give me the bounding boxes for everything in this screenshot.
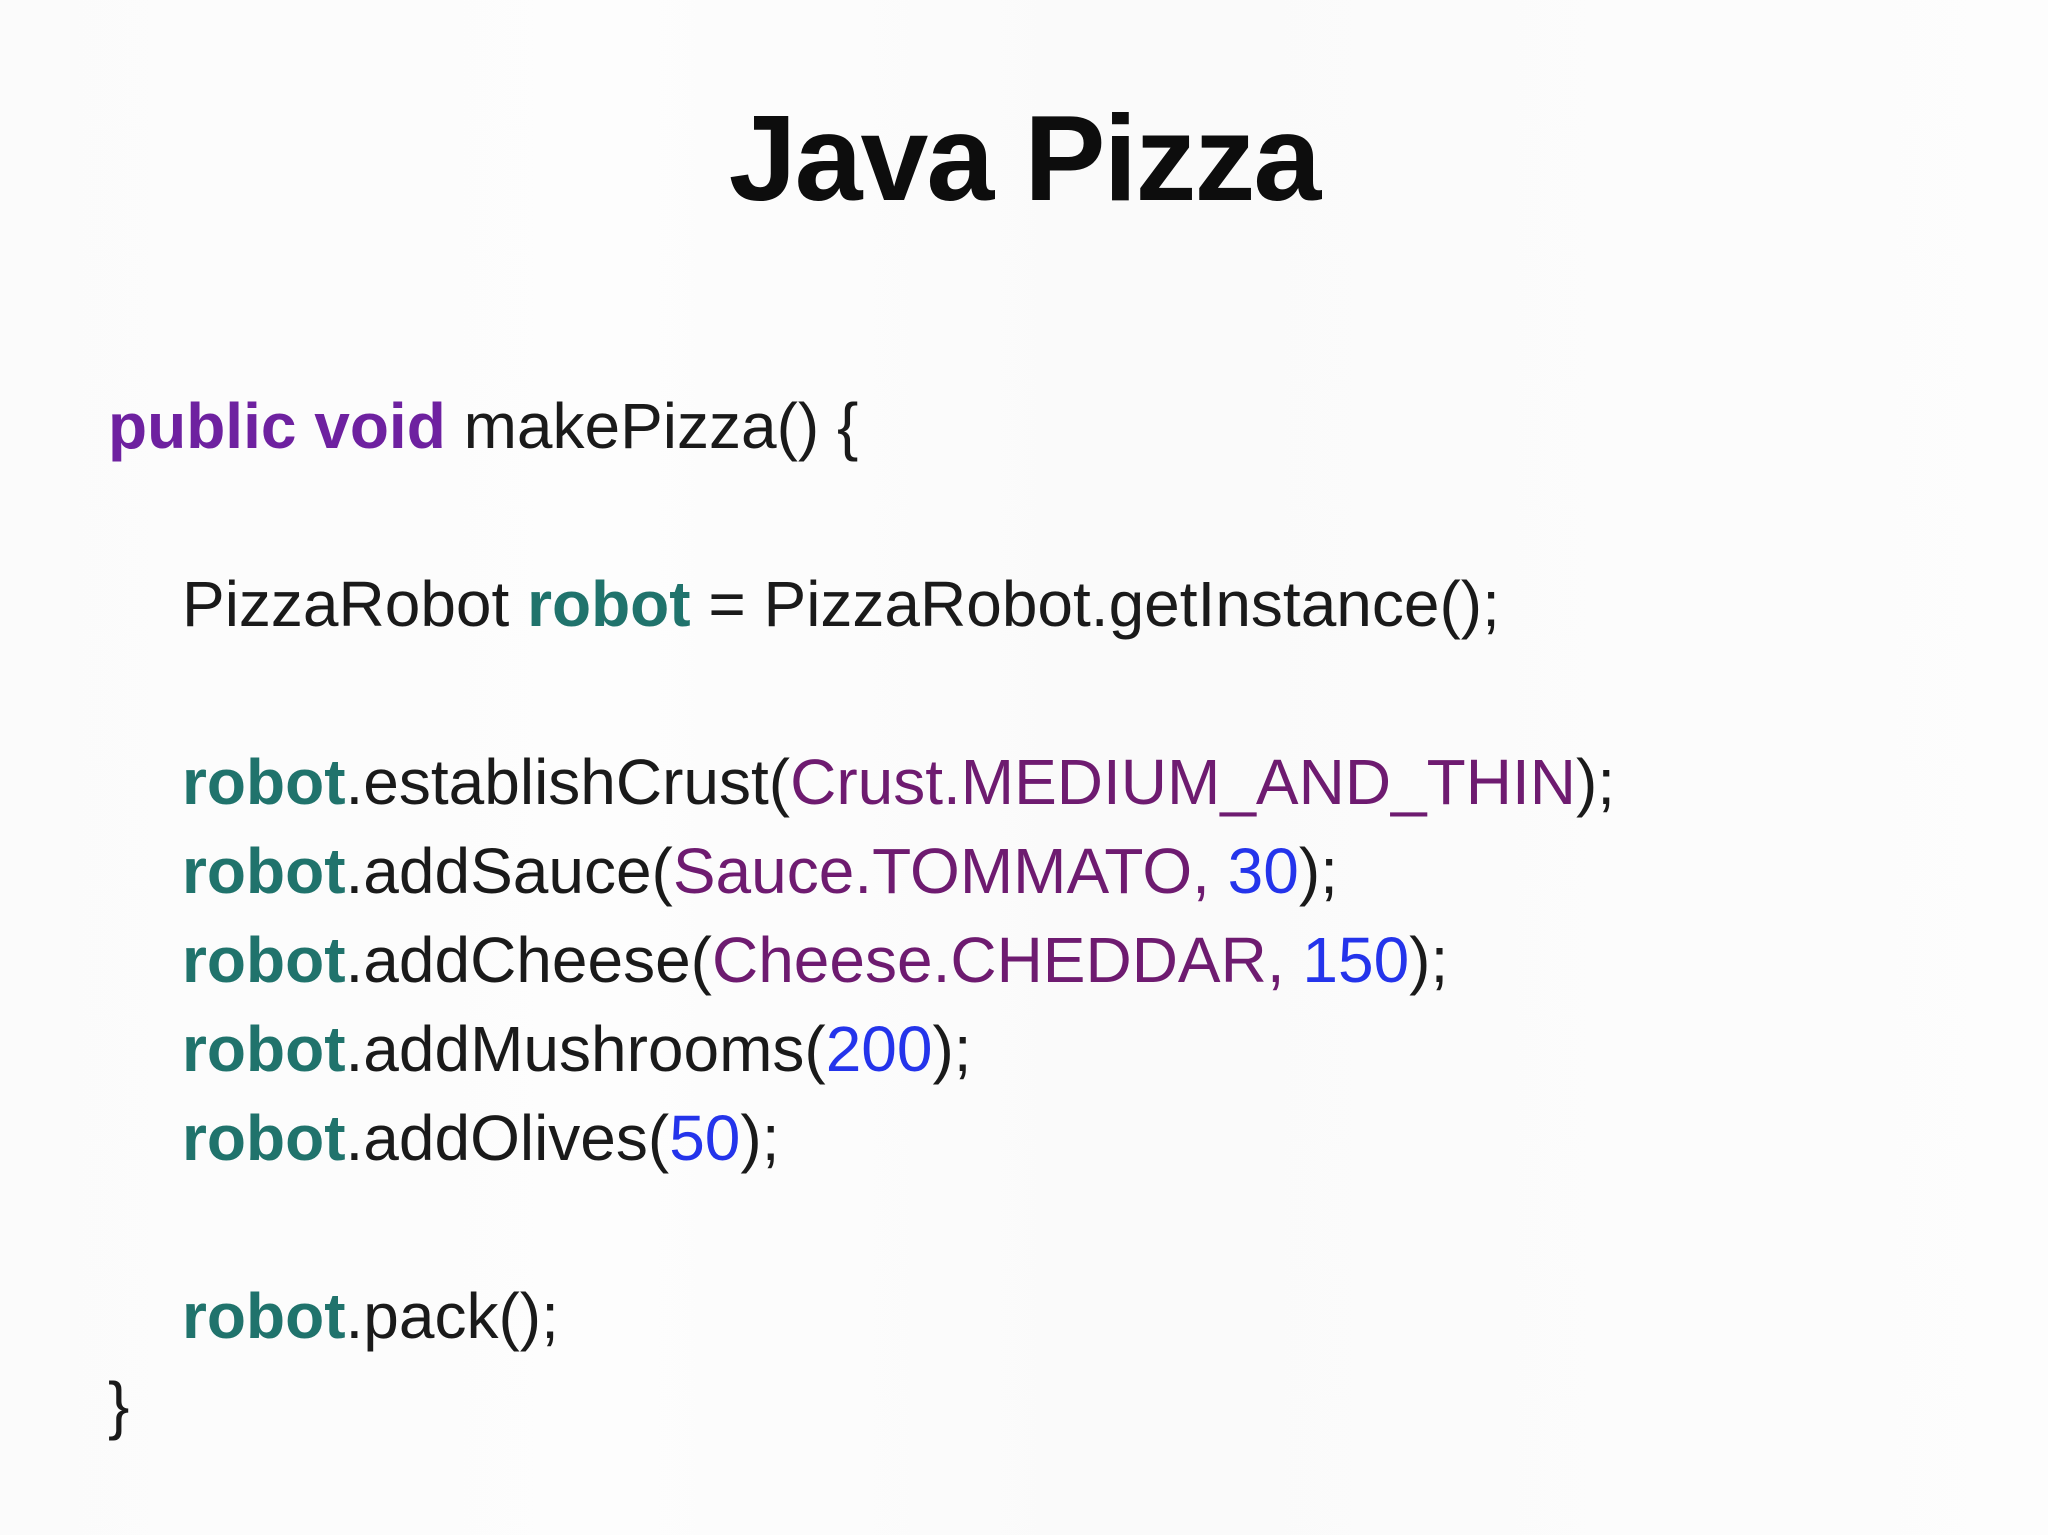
code-token-code: PizzaRobot (182, 568, 528, 640)
code-token-number: 200 (825, 1013, 933, 1085)
code-token-number: 50 (669, 1102, 741, 1174)
code-token-variable: robot (527, 568, 691, 640)
code-token-number: 30 (1227, 835, 1299, 907)
code-line: PizzaRobot robot = PizzaRobot.getInstanc… (108, 560, 1615, 649)
code-line: robot.addSauce(Sauce.TOMMATO, 30); (108, 827, 1615, 916)
code-token-number: 150 (1302, 924, 1410, 996)
code-line-blank (108, 649, 1615, 738)
code-token-enum: Crust.MEDIUM_AND_THIN (790, 746, 1576, 818)
code-token-variable: robot (182, 924, 346, 996)
code-token-code: makePizza() { (445, 390, 859, 462)
code-token-code: ); (1298, 835, 1338, 907)
code-token-keyword: public void (108, 390, 446, 462)
code-line: public void makePizza() { (108, 382, 1615, 471)
code-token-enum: Cheese.CHEDDAR, (711, 924, 1285, 996)
code-line-blank (108, 1183, 1615, 1272)
code-token-code: ); (1409, 924, 1449, 996)
code-token-code: .addMushrooms( (345, 1013, 826, 1085)
code-line: robot.pack(); (108, 1272, 1615, 1361)
code-token-variable: robot (182, 746, 346, 818)
code-token-code: .addSauce( (345, 835, 673, 907)
code-line: robot.addCheese(Cheese.CHEDDAR, 150); (108, 916, 1615, 1005)
code-token-code: ); (932, 1013, 972, 1085)
code-block: public void makePizza() { PizzaRobot robo… (108, 382, 1615, 1450)
code-token-code: .addOlives( (345, 1102, 670, 1174)
code-token-code: .addCheese( (345, 924, 712, 996)
code-token-code: } (108, 1369, 130, 1441)
code-token-code: ); (1575, 746, 1616, 818)
code-line: robot.addOlives(50); (108, 1094, 1615, 1183)
code-token-variable: robot (182, 1280, 346, 1352)
code-line-blank (108, 471, 1615, 560)
code-token-code: .pack(); (345, 1280, 559, 1352)
code-token-variable: robot (182, 1102, 346, 1174)
code-token-code (1210, 835, 1228, 907)
code-token-code: .establishCrust( (345, 746, 791, 818)
code-line: } (108, 1361, 1615, 1450)
code-token-variable: robot (182, 1013, 346, 1085)
code-token-enum: Sauce.TOMMATO, (672, 835, 1210, 907)
code-token-variable: robot (182, 835, 346, 907)
slide-title: Java Pizza (728, 90, 1321, 226)
code-token-code: = PizzaRobot.getInstance(); (690, 568, 1500, 640)
code-token-code: ); (740, 1102, 780, 1174)
code-token-code (1285, 924, 1303, 996)
code-line: robot.addMushrooms(200); (108, 1005, 1615, 1094)
code-line: robot.establishCrust(Crust.MEDIUM_AND_TH… (108, 738, 1615, 827)
